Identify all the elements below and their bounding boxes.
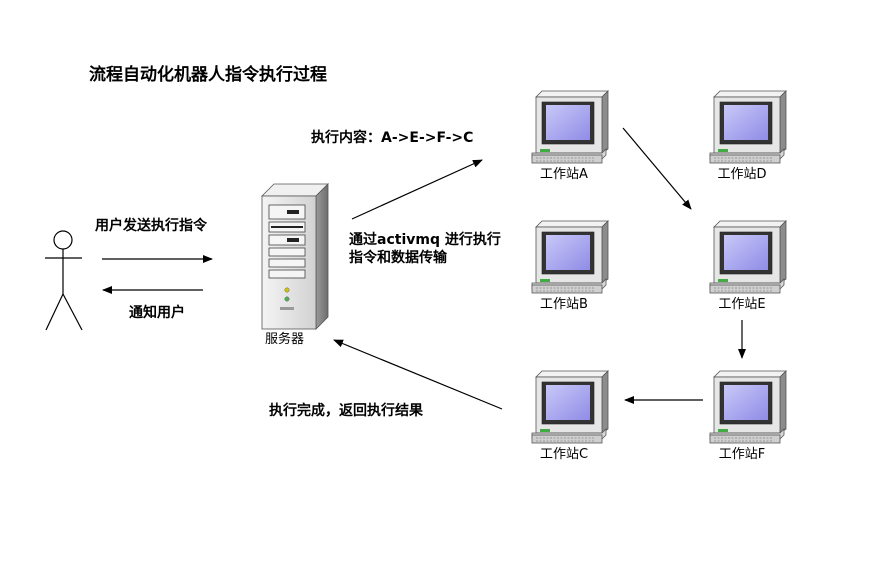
user-figure <box>45 230 83 331</box>
workstation-b-label: 工作站B <box>540 297 588 312</box>
workstation-e-icon <box>709 220 787 294</box>
diagram-title: 流程自动化机器人指令执行过程 <box>89 65 327 85</box>
workstation-f-icon <box>709 370 787 444</box>
workstation-d-icon <box>709 90 787 164</box>
workstation-b-icon <box>531 220 609 294</box>
label-via-mq-line1: 通过activmq 进行执行 <box>349 232 501 248</box>
label-exec-content: 执行内容：A->E->F->C <box>311 130 474 146</box>
server-icon <box>261 183 329 330</box>
server-label: 服务器 <box>265 332 305 347</box>
workstation-c-label: 工作站C <box>539 447 589 462</box>
workstation-c-icon <box>531 370 609 444</box>
arrow-server-to-a <box>351 159 483 220</box>
workstation-d-label: 工作站D <box>717 167 767 182</box>
label-user-send: 用户发送执行指令 <box>95 218 207 234</box>
workstation-f-label: 工作站F <box>718 447 766 462</box>
label-via-mq-line2: 指令和数据传输 <box>349 250 447 266</box>
arrow-c-to-server <box>333 339 503 410</box>
label-done-return: 执行完成，返回执行结果 <box>269 403 423 419</box>
workstation-a-icon <box>531 90 609 164</box>
workstation-e-label: 工作站E <box>718 297 766 312</box>
label-notify-user: 通知用户 <box>129 305 185 321</box>
arrow-a-to-e <box>622 127 692 210</box>
workstation-a-label: 工作站A <box>540 167 588 182</box>
